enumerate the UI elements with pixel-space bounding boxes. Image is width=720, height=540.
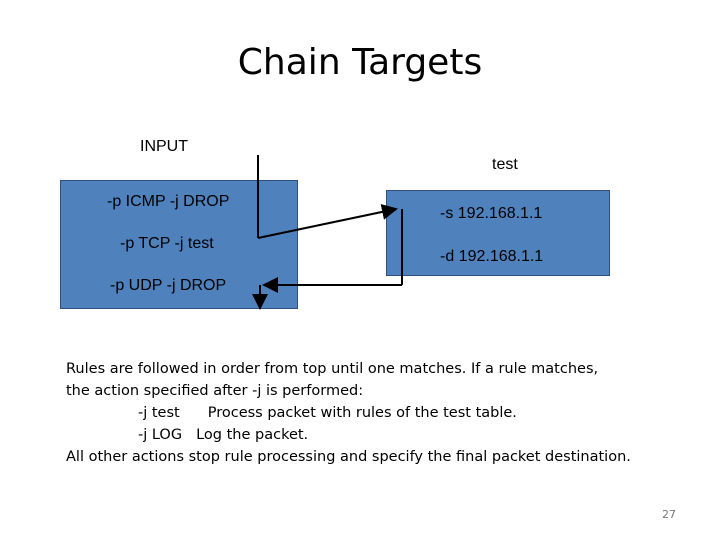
notes-desc-test: Process packet with rules of the test ta… (207, 405, 517, 421)
test-rule-1: -s 192.168.1.1 (440, 205, 543, 222)
notes-line-3: -j test Process packet with rules of the … (66, 402, 666, 424)
test-rule-2: -d 192.168.1.1 (440, 248, 544, 265)
test-chain-label: test (492, 156, 518, 173)
input-chain-label: INPUT (140, 138, 188, 155)
notes-target-test: -j test (138, 405, 180, 421)
notes-line-1: Rules are followed in order from top unt… (66, 361, 599, 377)
input-rule-3: -p UDP -j DROP (110, 277, 227, 294)
page-number: 27 (662, 508, 676, 521)
slide-title: Chain Targets (237, 42, 483, 83)
notes-target-log: -j LOG (138, 427, 183, 443)
notes-line-4: -j LOG Log the packet. (66, 424, 666, 446)
input-rule-2: -p TCP -j test (120, 235, 214, 252)
notes-line-2: the action specified after -j is perform… (66, 383, 364, 399)
notes-line-5: All other actions stop rule processing a… (66, 449, 631, 465)
input-rule-1: -p ICMP -j DROP (107, 193, 230, 210)
notes-desc-log: Log the packet. (196, 427, 309, 443)
test-chain-box (386, 190, 610, 276)
notes-text: Rules are followed in order from top unt… (66, 358, 666, 468)
